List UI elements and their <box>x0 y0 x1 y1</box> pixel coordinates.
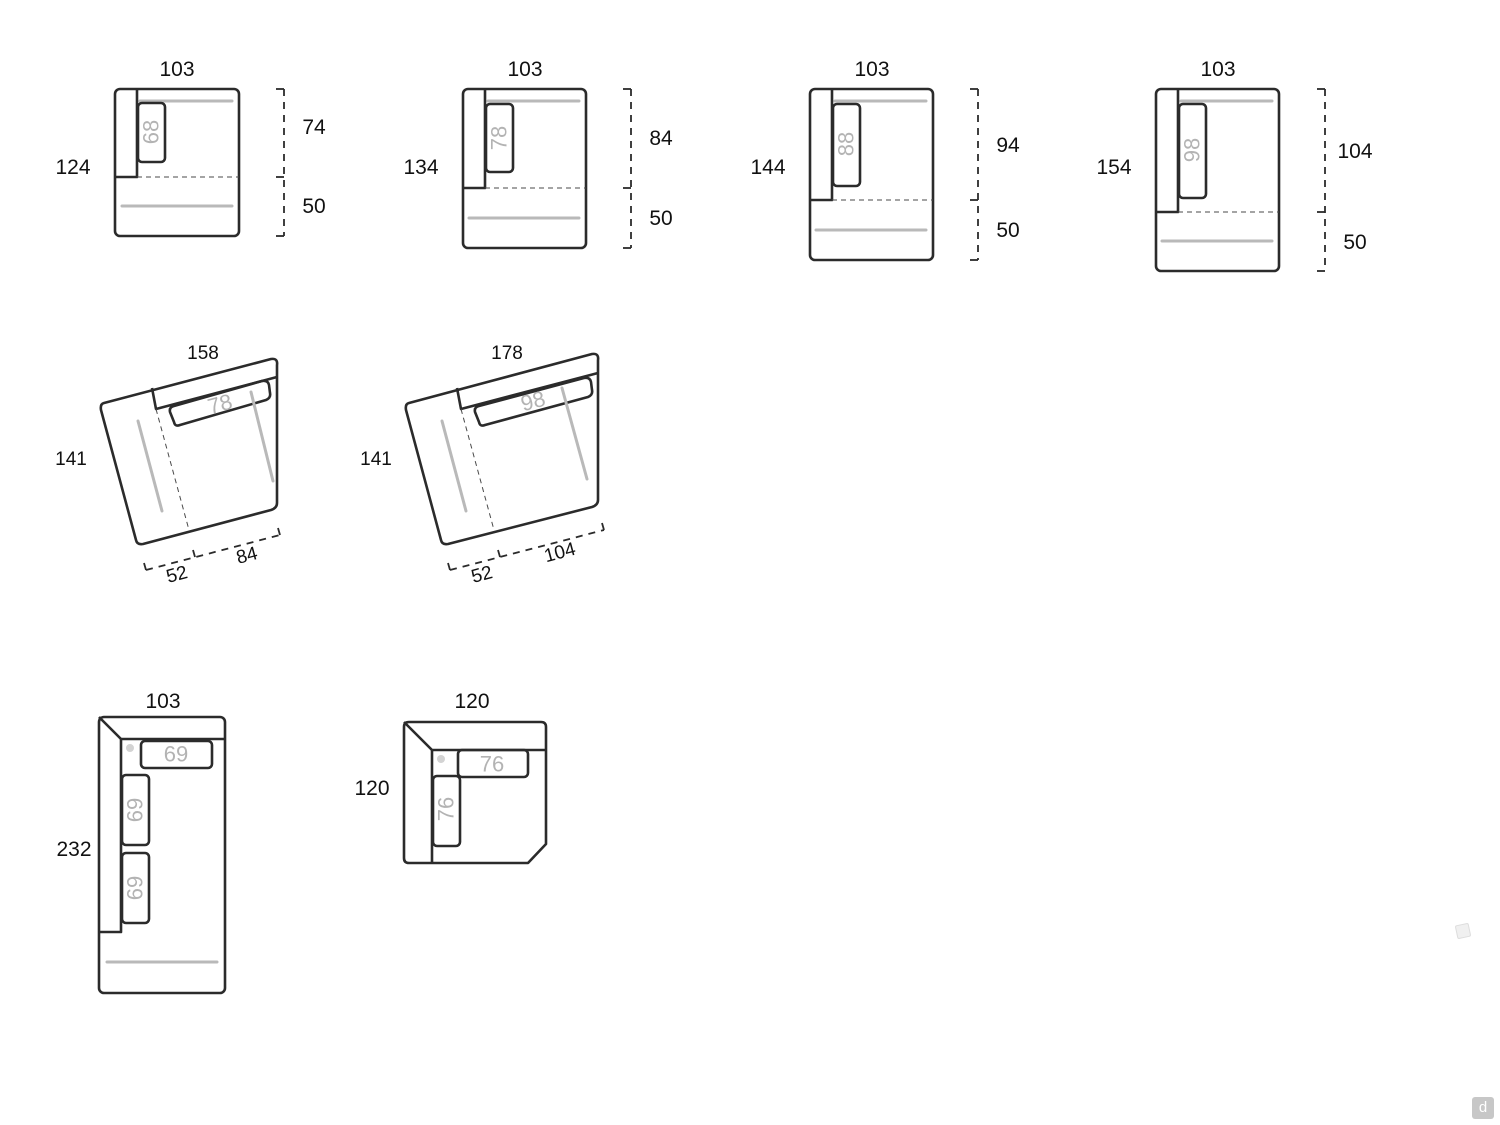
module-7-width-label: 103 <box>145 690 180 713</box>
module-7-cushion-top-label: 69 <box>164 742 188 767</box>
module-7-depth-label: 232 <box>56 838 91 861</box>
module-5-side-b-dim: 84 <box>234 543 260 569</box>
module-5-cushion-label: 78 <box>205 389 235 419</box>
module-6-cushion-label: 98 <box>518 386 548 416</box>
module-4-seat-dim: 50 <box>1343 231 1366 254</box>
module-2-seat-dim: 50 <box>649 207 672 230</box>
module-7-cushion-side-1-label: 69 <box>123 798 148 822</box>
module-2-depth-label: 134 <box>403 156 438 179</box>
watermark-square <box>1454 922 1472 940</box>
module-8-cushion-side-label: 76 <box>434 797 459 821</box>
module-3-depth-label: 144 <box>750 156 785 179</box>
module-1-depth-label: 124 <box>55 156 90 179</box>
module-5-width-label: 158 <box>187 343 219 364</box>
module-4: 98 103 154 104 50 <box>1096 58 1373 273</box>
module-6: 98 178 141 52 104 <box>360 343 605 588</box>
module-4-depth-label: 154 <box>1096 156 1131 179</box>
module-5: 78 158 141 52 84 <box>55 343 281 588</box>
module-5-depth-label: 141 <box>55 449 87 470</box>
module-1-seat-dim: 50 <box>302 195 325 218</box>
module-2: 78 103 134 84 50 <box>403 58 673 250</box>
module-2-back-dim: 84 <box>649 127 673 150</box>
module-1: 68 103 124 74 50 <box>55 58 326 238</box>
module-6-side-b-dim: 104 <box>542 539 578 568</box>
module-7-cushion-side-2-label: 69 <box>123 876 148 900</box>
module-8-depth-label: 120 <box>354 777 389 800</box>
module-6-depth-label: 141 <box>360 449 392 470</box>
module-2-cushion-label: 78 <box>487 126 512 150</box>
module-8-cushion-top-label: 76 <box>480 752 504 777</box>
module-3-seat-dim: 50 <box>996 219 1019 242</box>
module-5-side-a-dim: 52 <box>164 562 190 588</box>
module-3: 88 103 144 94 50 <box>750 58 1020 262</box>
module-4-back-dim: 104 <box>1337 140 1372 163</box>
module-3-back-dim: 94 <box>996 134 1020 157</box>
module-1-cushion-label: 68 <box>139 120 164 144</box>
module-1-back-dim: 74 <box>302 116 326 139</box>
brand-logo: d <box>1472 1097 1494 1119</box>
module-4-cushion-label: 98 <box>1180 138 1205 162</box>
module-6-width-label: 178 <box>491 343 523 364</box>
module-3-width-label: 103 <box>854 58 889 81</box>
module-6-side-a-dim: 52 <box>469 562 495 588</box>
module-8: 76 76 120 120 <box>354 690 548 865</box>
module-3-cushion-label: 88 <box>834 132 859 156</box>
module-2-width-label: 103 <box>507 58 542 81</box>
module-4-width-label: 103 <box>1200 58 1235 81</box>
module-8-width-label: 120 <box>454 690 489 713</box>
module-7: 69 69 69 103 232 <box>56 690 227 995</box>
module-1-width-label: 103 <box>159 58 194 81</box>
